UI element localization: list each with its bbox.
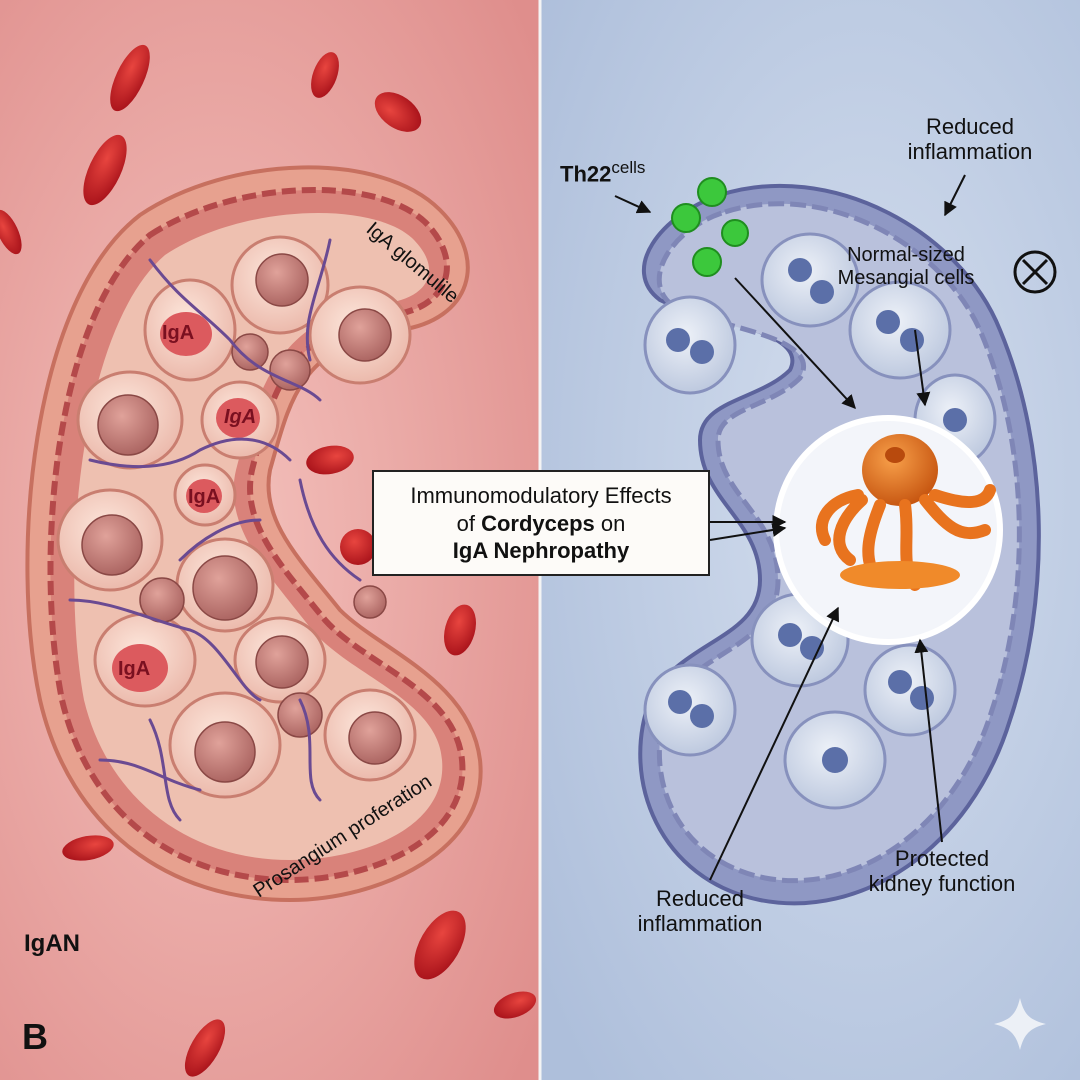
title-box: Immunomodulatory Effects of Cordyceps on… (372, 470, 710, 576)
iga-label: IgA (224, 406, 257, 428)
igan-glomerulus (25, 165, 483, 903)
capillary-vessels (68, 238, 362, 822)
igan-label: IgAN (24, 930, 80, 957)
th22-cell-icon (721, 219, 749, 247)
th22-cell-icon (692, 247, 722, 277)
annotation-arrows (614, 174, 966, 881)
inflammation-blocked-icon (1013, 250, 1057, 294)
iga-label: IgA (118, 658, 151, 680)
protected-kidney-label: Protected kidney function (868, 846, 1016, 897)
th22-cells (671, 177, 749, 277)
iga-deposit-clumps (81, 253, 402, 783)
reduced-inflammation-top-label: Reduced inflammation (907, 114, 1033, 165)
cell-nuclei (666, 258, 967, 773)
sparkle-logo (994, 998, 1046, 1050)
th22-cell-icon (671, 203, 701, 233)
red-blood-cells (0, 44, 537, 1077)
title-line-1: Immunomodulatory Effects (410, 483, 672, 508)
iga-label: IgA (162, 322, 195, 344)
th22-cell-icon (697, 177, 727, 207)
cordyceps-name: Cordyceps (481, 510, 595, 536)
iga-label: IgA (188, 486, 221, 508)
title-line-3: IgA Nephropathy (452, 538, 630, 563)
reduced-inflammation-bottom-label: Reduced inflammation (637, 886, 763, 937)
title-line-2: of Cordyceps on (456, 510, 626, 536)
th22-label: Th22cells (560, 158, 646, 187)
panel-letter: B (22, 1016, 48, 1057)
mesangial-label: Normal-sized Mesangial cells (837, 244, 975, 289)
mesangial-cells (643, 232, 997, 810)
iga-deposit-spots (112, 312, 260, 692)
cordyceps-icon (815, 434, 996, 591)
cordyceps-magnified-view (773, 415, 1003, 645)
